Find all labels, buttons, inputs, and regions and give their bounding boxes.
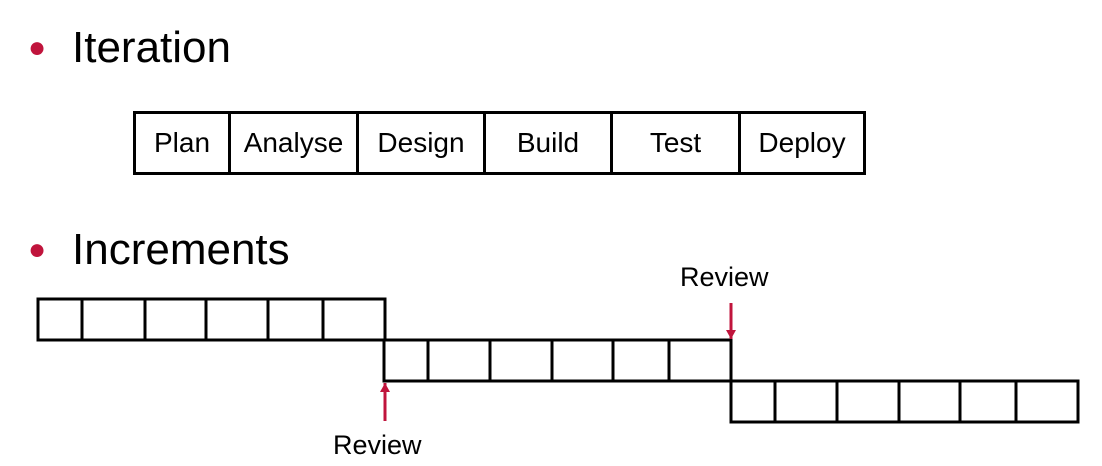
review-label-bottom: Review <box>333 430 422 460</box>
bullet-iteration-label: Iteration <box>72 23 231 72</box>
review-arrow-up-icon <box>380 383 390 421</box>
increment-cell <box>204 297 270 342</box>
increment-cell <box>488 338 554 383</box>
phase-build: Build <box>483 114 610 172</box>
phase-analyse: Analyse <box>228 114 356 172</box>
increment-cell <box>321 297 387 342</box>
bullet-increments: ● Increments <box>28 228 290 272</box>
increment-cell <box>667 338 733 383</box>
increment-row <box>36 297 387 342</box>
phase-test: Test <box>610 114 738 172</box>
increment-cell <box>773 379 839 424</box>
phase-design: Design <box>356 114 483 172</box>
bullet-iteration: ● Iteration <box>28 26 231 70</box>
review-label-top: Review <box>680 262 769 292</box>
increment-cell <box>143 297 208 342</box>
bullet-increments-label: Increments <box>72 225 290 274</box>
increment-cell <box>835 379 901 424</box>
increment-cell <box>382 338 430 383</box>
phase-deploy: Deploy <box>738 114 863 172</box>
increment-cell <box>958 379 1018 424</box>
bullet-dot-icon: ● <box>28 31 47 64</box>
increment-cell <box>426 338 492 383</box>
phase-plan: Plan <box>153 127 211 158</box>
increment-cell <box>897 379 962 424</box>
bullet-dot-icon: ● <box>28 233 47 266</box>
increment-row <box>382 338 733 383</box>
increment-cell <box>550 338 615 383</box>
increment-cell <box>1014 379 1080 424</box>
review-arrow-down-icon <box>726 303 736 339</box>
increment-cell <box>729 379 777 424</box>
increment-row <box>729 379 1080 424</box>
increment-cell <box>611 338 671 383</box>
increment-cell <box>80 297 147 342</box>
iteration-phase-bar: Plan Analyse Design Build Test Deploy <box>133 111 866 175</box>
increment-cell <box>266 297 325 342</box>
increment-cell <box>36 297 84 342</box>
